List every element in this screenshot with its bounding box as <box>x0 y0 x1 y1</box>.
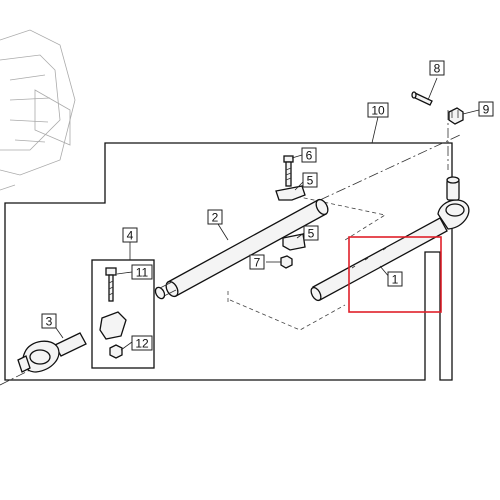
ball-joint-end <box>437 176 470 230</box>
assembly-boundary-outline <box>4 142 453 381</box>
outer-tie-rod-end <box>17 332 87 373</box>
callout-7-label: 7 <box>254 256 261 270</box>
leader-12 <box>120 341 133 351</box>
tie-rod-inner-rod <box>310 217 448 302</box>
clamp-upper <box>275 185 306 201</box>
leader-5b <box>296 232 305 239</box>
dashed-guide-lower <box>229 299 346 331</box>
callout-3[interactable]: 3 <box>41 313 57 329</box>
callout-11[interactable]: 11 <box>131 264 153 280</box>
callout-11-label: 11 <box>136 266 149 280</box>
callout-9[interactable]: 9 <box>478 101 494 117</box>
leader-5a <box>294 181 304 191</box>
leader-3 <box>55 327 64 339</box>
callout-8-label: 8 <box>434 62 441 76</box>
callout-6[interactable]: 6 <box>301 147 317 163</box>
frame-background-sketch <box>0 29 76 191</box>
cotter-pin <box>411 91 433 106</box>
callout-9-label: 9 <box>483 103 490 117</box>
callout-2-label: 2 <box>212 211 219 225</box>
clamp-detail-group <box>91 259 155 369</box>
castle-nut <box>448 107 464 125</box>
callout-5a[interactable]: 5 <box>302 172 318 188</box>
dashed-guide-upper <box>289 194 387 241</box>
callout-5a-label: 5 <box>307 174 314 188</box>
callout-5b[interactable]: 5 <box>303 225 319 241</box>
leader-6 <box>291 154 303 159</box>
clamp-bolt-upper <box>283 155 294 187</box>
leader-10 <box>371 116 379 144</box>
leader-2 <box>217 223 229 241</box>
callout-5b-label: 5 <box>308 227 315 241</box>
callout-8[interactable]: 8 <box>429 60 445 76</box>
leader-11 <box>116 271 133 275</box>
highlight-box <box>348 236 442 313</box>
callout-2[interactable]: 2 <box>207 209 223 225</box>
callout-3-label: 3 <box>46 315 53 329</box>
leader-8 <box>427 77 438 101</box>
callout-10[interactable]: 10 <box>367 102 389 118</box>
callout-1[interactable]: 1 <box>387 271 403 287</box>
callout-7[interactable]: 7 <box>249 254 265 270</box>
clamp-nut-lower <box>280 255 293 269</box>
callout-1-label: 1 <box>392 273 399 287</box>
leader-9 <box>462 109 480 115</box>
clamp-lower <box>282 233 306 251</box>
callout-6-label: 6 <box>306 149 313 163</box>
callout-12-label: 12 <box>135 337 149 351</box>
callout-12[interactable]: 12 <box>131 335 153 351</box>
tie-rod-tube <box>154 198 329 300</box>
callout-4-label: 4 <box>127 229 134 243</box>
callout-10-label: 10 <box>371 104 385 118</box>
callout-4[interactable]: 4 <box>122 227 138 243</box>
